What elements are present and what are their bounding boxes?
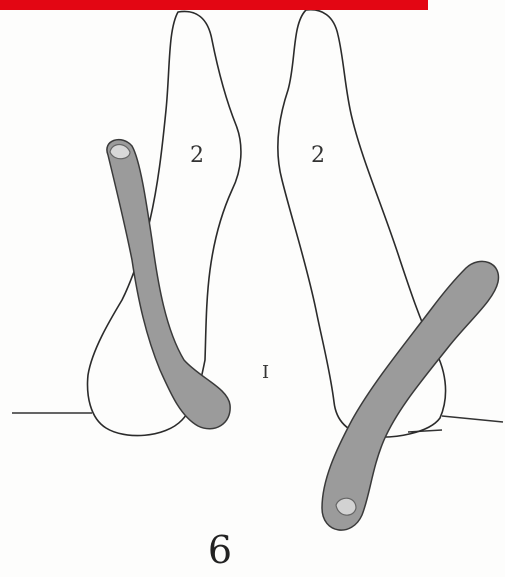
label-left-2: 2 xyxy=(190,143,204,168)
left-rod xyxy=(107,140,230,429)
label-right-2: 2 xyxy=(311,143,325,168)
figure-caption: 6 xyxy=(0,528,440,572)
baseline-right xyxy=(442,416,503,422)
baseline-right-inner xyxy=(408,430,442,432)
label-center-I: I xyxy=(262,362,269,383)
right-rod xyxy=(322,261,498,530)
header-red-bar xyxy=(0,0,428,10)
